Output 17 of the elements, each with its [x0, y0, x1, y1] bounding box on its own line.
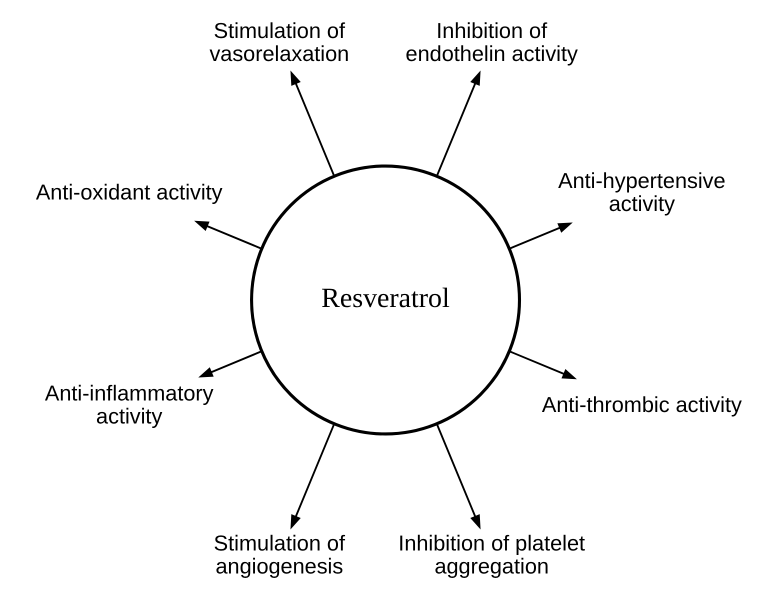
node-circle: Resveratrol	[250, 164, 522, 436]
node-text: Anti-inflammatory activity	[44, 380, 214, 429]
arrow	[194, 220, 262, 250]
node-text: Stimulation of angiogenesis	[214, 530, 345, 579]
node-text: Anti-oxidant activity	[36, 180, 223, 205]
arrow	[290, 70, 335, 176]
node-text: Inhibition of endothelin activity	[406, 18, 578, 66]
node-text: Anti-thrombic activity	[542, 392, 742, 417]
arrow	[510, 350, 577, 380]
arrow	[510, 222, 573, 250]
arrow	[436, 70, 481, 176]
node-text: Inhibition of platelet aggregation	[398, 530, 586, 579]
arrow	[198, 350, 262, 378]
arrow	[290, 424, 335, 530]
arrow	[436, 424, 481, 530]
node-text: Stimulation of vasorelaxation	[209, 18, 350, 66]
node-text: Anti-hypertensive activity	[558, 168, 726, 216]
